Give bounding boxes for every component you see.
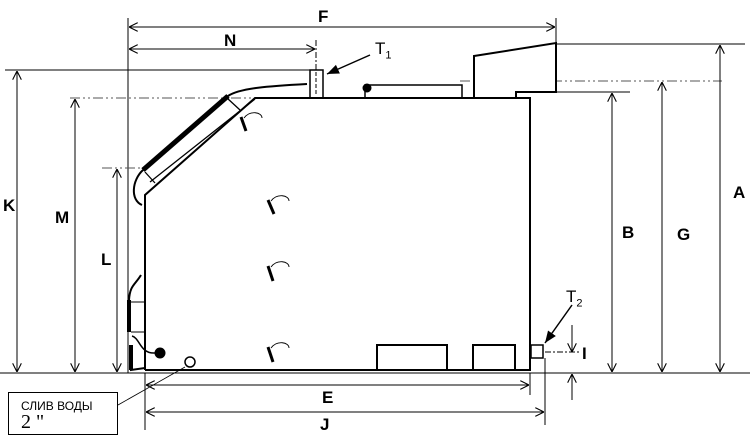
- dim-label-l: L: [101, 250, 112, 269]
- dim-label-j: J: [320, 415, 330, 434]
- dim-label-k: K: [3, 196, 16, 215]
- dim-label-g: G: [677, 225, 691, 244]
- flap-handles: [239, 116, 276, 363]
- dim-label-e: E: [322, 388, 334, 407]
- extension-lines: [0, 18, 750, 430]
- dim-label-i: I: [582, 344, 587, 363]
- door-2: [472, 344, 516, 371]
- dim-label-b: B: [622, 223, 635, 242]
- dim-label-a: A: [733, 183, 746, 202]
- dim-label-n: N: [224, 31, 237, 50]
- flap-rotation-arrows: [243, 112, 290, 349]
- t2-sensor-stub: [530, 344, 544, 359]
- door-1: [376, 344, 448, 371]
- sensor-label-t2: T2: [566, 287, 583, 310]
- sensor-label-t1: T1: [375, 39, 392, 62]
- boiler-body: [127, 41, 557, 372]
- drain-port: [184, 356, 196, 368]
- center-lines: [70, 80, 722, 169]
- drain-callout: СЛИВ ВОДЫ 2 ": [8, 392, 118, 435]
- dimension-lines: [17, 27, 720, 412]
- dim-label-f: F: [318, 7, 329, 26]
- chimney: [473, 41, 557, 99]
- drain-label: СЛИВ ВОДЫ: [21, 399, 93, 413]
- drain-size: 2 ": [21, 411, 45, 433]
- dim-label-m: M: [55, 208, 70, 227]
- t1-sensor-stub: [309, 69, 324, 99]
